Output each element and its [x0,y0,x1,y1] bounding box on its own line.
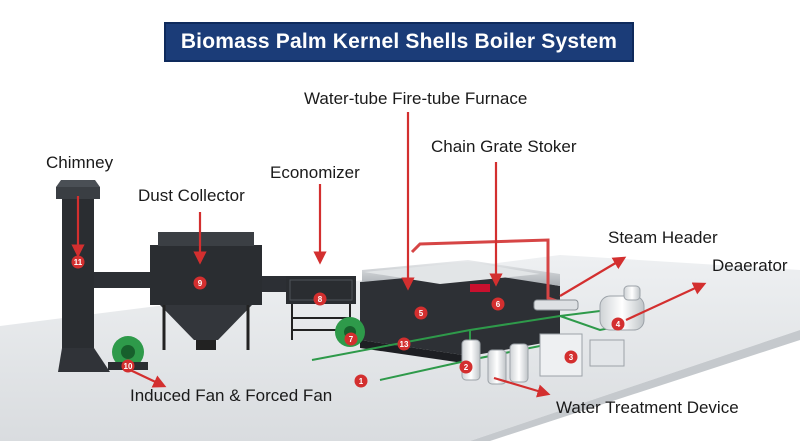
badge-13: 13 [397,337,411,351]
svg-text:5: 5 [419,309,424,318]
marker-badges: 11 9 8 5 6 7 13 1 2 3 4 10 [71,255,625,388]
label-dust-collector: Dust Collector [138,186,245,205]
badge-11: 10 [121,359,135,373]
svg-text:10: 10 [124,362,133,371]
badge-7: 7 [344,332,358,346]
badge-4: 4 [611,317,625,331]
badge-8: 8 [313,292,327,306]
badge-1: 1 [354,374,368,388]
arrow-fans [125,367,167,388]
label-water-treatment: Water Treatment Device [556,398,739,417]
diagram-title: Biomass Palm Kernel Shells Boiler System [164,22,634,62]
badge-3: 3 [564,350,578,364]
label-stoker: Chain Grate Stoker [431,137,577,156]
svg-text:3: 3 [569,353,574,362]
label-deaerator: Deaerator [712,256,788,275]
arrow-steam-header [559,256,627,297]
label-furnace: Water-tube Fire-tube Furnace [304,89,528,108]
svg-text:11: 11 [74,258,83,267]
callout-arrows [71,112,707,398]
svg-text:6: 6 [496,300,501,309]
svg-text:9: 9 [198,279,203,288]
label-economizer: Economizer [270,163,360,182]
arrow-deaerator [625,282,707,321]
svg-text:8: 8 [318,295,323,304]
water-tanks [461,333,625,385]
label-chimney: Chimney [46,153,114,172]
svg-text:4: 4 [616,320,621,329]
svg-text:2: 2 [464,363,469,372]
badge-5: 5 [414,306,428,320]
steam-header-unit [533,299,579,311]
label-fans: Induced Fan & Forced Fan [130,386,333,405]
svg-text:1: 1 [359,377,364,386]
floor-edge [470,330,800,441]
badge-9: 9 [193,276,207,290]
svg-text:13: 13 [400,340,409,349]
deaerator-unit [599,285,645,331]
badge-10: 11 [71,255,85,269]
arrow-water-treatment [493,376,551,398]
svg-text:7: 7 [349,335,354,344]
duct-chimney-collector [94,272,164,288]
badge-2: 2 [459,360,473,374]
badge-6: 6 [491,297,505,311]
label-steam-header: Steam Header [608,228,718,247]
